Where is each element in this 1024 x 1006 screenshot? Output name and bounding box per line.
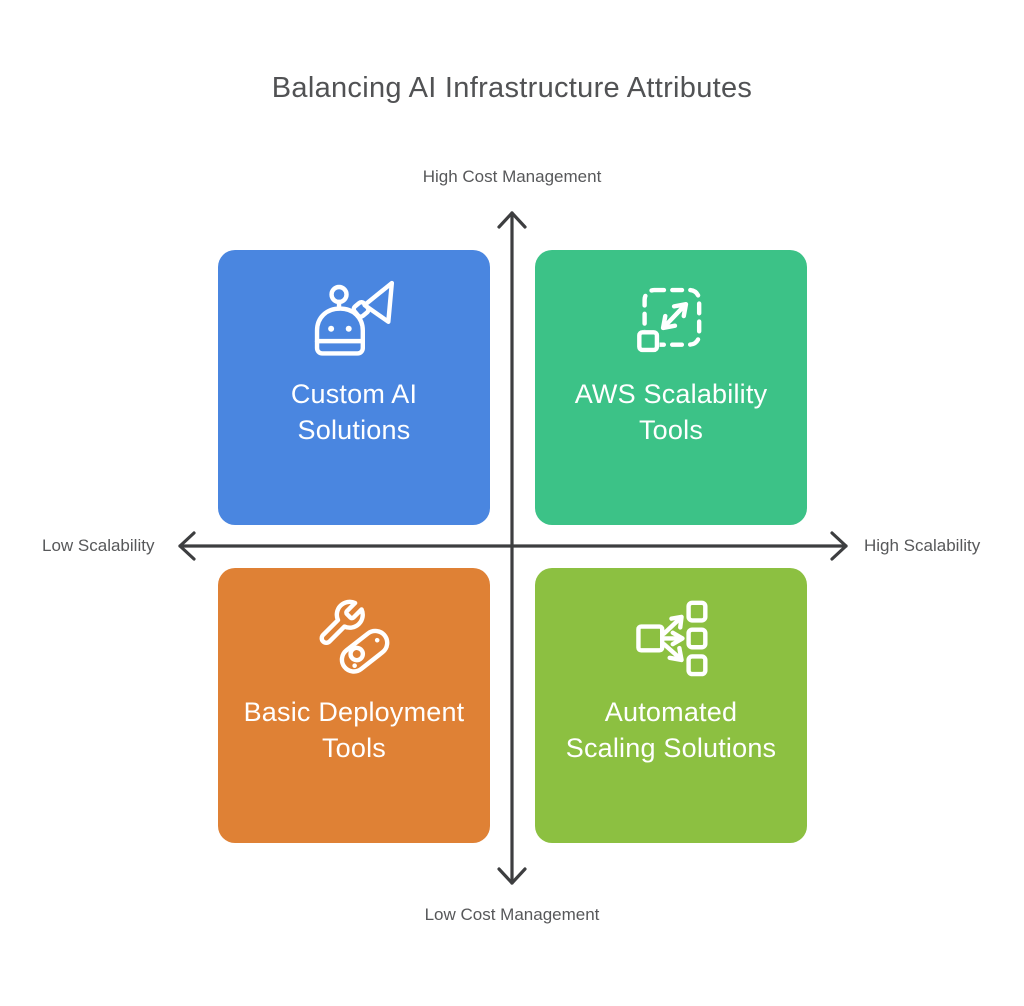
quadrant-label: Basic Deployment Tools xyxy=(243,697,465,763)
diagram-title: Balancing AI Infrastructure Attributes xyxy=(271,72,753,104)
axis-label-low-scalability: Low Scalability xyxy=(42,536,155,555)
wrench-tools-icon xyxy=(319,599,390,674)
right-arrowhead-icon xyxy=(830,531,848,561)
robot-megaphone-icon xyxy=(314,280,395,356)
quadrant-label: AWS Scalability Tools xyxy=(574,379,768,445)
quadrant-custom-ai-solutions: Custom AI Solutions xyxy=(218,250,490,525)
left-arrowhead-icon xyxy=(178,531,196,561)
quadrant-label: Automated Scaling Solutions xyxy=(565,697,777,763)
quadrant-aws-scalability-tools: AWS Scalability Tools xyxy=(535,250,807,525)
quadrant-automated-scaling-solutions: Automated Scaling Solutions xyxy=(535,568,807,843)
distribution-icon xyxy=(636,600,708,677)
axis-label-high-cost: High Cost Management xyxy=(422,167,602,186)
up-arrowhead-icon xyxy=(497,211,527,229)
resize-expand-icon xyxy=(636,287,702,353)
axis-label-low-cost: Low Cost Management xyxy=(424,905,600,924)
down-arrowhead-icon xyxy=(497,867,527,885)
axis-label-high-scalability: High Scalability xyxy=(864,536,981,555)
quadrant-label: Custom AI Solutions xyxy=(290,379,418,445)
quadrant-basic-deployment-tools: Basic Deployment Tools xyxy=(218,568,490,843)
